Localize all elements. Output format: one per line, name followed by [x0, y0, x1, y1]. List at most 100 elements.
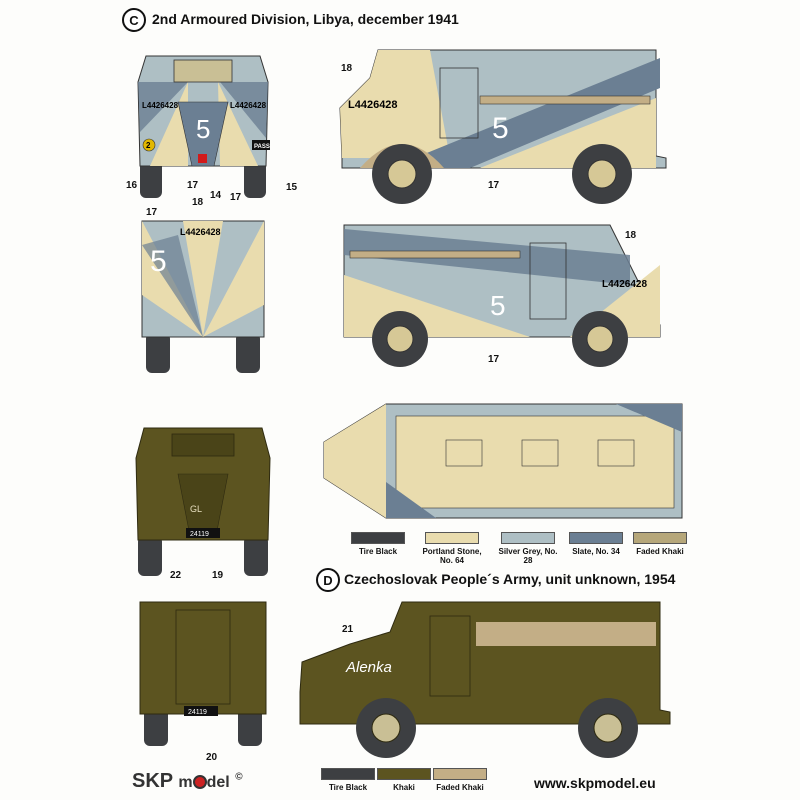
- brand-del: del: [206, 774, 230, 791]
- callout-18c: 18: [625, 230, 637, 241]
- top-slate-band: [386, 404, 682, 432]
- left-door: [529, 242, 567, 320]
- swatch-faded-khaki-d: [433, 768, 487, 780]
- swatch-silver-grey: [501, 532, 555, 544]
- legend-c-label-4: Faded Khaki: [636, 547, 684, 556]
- callout-18a: 18: [341, 63, 353, 74]
- callout-19: 19: [212, 570, 224, 581]
- section-d-badge: D: [316, 568, 340, 592]
- section-d-title: Czechoslovak People´s Army, unit unknown…: [344, 571, 676, 587]
- top-nose-stone: [324, 404, 386, 518]
- brand-m: m: [178, 774, 193, 791]
- front-visor: [173, 59, 233, 83]
- side-number: 5: [492, 112, 509, 145]
- section-d-letter: D: [323, 572, 333, 588]
- top-hatch-3: [597, 439, 635, 467]
- rear-right-tire: [236, 333, 260, 373]
- d-side-name: Alenka: [345, 659, 392, 676]
- legend-c-slate: Slate, No. 34: [568, 532, 624, 556]
- callout-15: 15: [286, 182, 298, 193]
- legend-c-tire-black: Tire Black: [348, 532, 408, 556]
- left-serial: L4426428: [602, 279, 647, 290]
- d-rear-plate: [184, 706, 218, 716]
- d-side-door: [429, 615, 471, 697]
- d-rear-left-tire: [144, 706, 168, 746]
- top-slate-band-2: [386, 482, 436, 518]
- swatch-slate: [569, 532, 623, 544]
- view-c-front: L4426428 L4426428 5 2 PASS: [137, 55, 270, 198]
- rear-slate-band: [142, 235, 203, 337]
- pass-plate: [252, 140, 270, 150]
- view-c-side-right: L4426428 5: [339, 49, 667, 204]
- d-front-right-tire: [244, 536, 268, 576]
- legend-d-label-0: Tire Black: [328, 783, 368, 792]
- callout-17a: 17: [230, 192, 242, 203]
- d-side-faded-panel: [476, 622, 656, 646]
- top-roof: [395, 415, 675, 509]
- legend-d-khaki: Khaki: [374, 768, 434, 792]
- brand-o-icon: [192, 774, 207, 789]
- view-d-side: Alenka: [299, 601, 671, 758]
- rear-wheel-hub: [587, 159, 617, 189]
- left-stowage-rail: [349, 250, 521, 259]
- division-badge-number: 2: [146, 141, 151, 150]
- d-front-visor: [171, 433, 235, 457]
- legend-d-faded-khaki: Faded Khaki: [430, 768, 490, 792]
- callout-14: 14: [210, 190, 222, 201]
- left-rear-hub: [386, 325, 414, 353]
- rear-left-tire: [146, 333, 170, 373]
- legend-c-portland-stone: Portland Stone, No. 64: [418, 532, 486, 565]
- left-number: 5: [490, 290, 506, 321]
- d-front-plate-text: 24119: [190, 531, 209, 538]
- side-nose-stone: [340, 50, 450, 158]
- side-door: [439, 67, 479, 139]
- d-rear-plate-text: 24119: [188, 709, 207, 716]
- website-url[interactable]: www.skpmodel.eu: [534, 775, 656, 791]
- d-rear-mark: GL: [190, 504, 202, 514]
- swatch-faded-khaki-c: [633, 532, 687, 544]
- front-wheel-hub: [387, 159, 417, 189]
- d-front-left-tire: [138, 536, 162, 576]
- pass-plate-text: PASS: [254, 144, 270, 150]
- top-hatch-2: [521, 439, 559, 467]
- legend-d-tire-black: Tire Black: [318, 768, 378, 792]
- left-front-hub: [586, 325, 614, 353]
- side-stowage-rail: [479, 95, 651, 105]
- swatch-tire-black: [351, 532, 405, 544]
- d-rear-hub: [593, 713, 623, 743]
- front-grille: [177, 101, 229, 167]
- d-front-plate: [186, 528, 220, 538]
- rear-serial: L4426428: [180, 227, 221, 237]
- front-serial-left: L4426428: [142, 101, 179, 110]
- front-slate-band: [138, 82, 188, 132]
- rear-number: 5: [150, 245, 167, 278]
- division-badge: [142, 138, 156, 152]
- d-rear-doors: [175, 609, 231, 705]
- callout-22: 22: [170, 570, 182, 581]
- d-rear-right-tire: [238, 706, 262, 746]
- rear-stone-band-2: [203, 221, 264, 337]
- legend-c-label-1: Portland Stone, No. 64: [422, 547, 482, 565]
- callout-20: 20: [206, 752, 218, 763]
- bridge-plate: [198, 154, 207, 163]
- legend-c-label-3: Slate, No. 34: [572, 547, 620, 556]
- front-number: 5: [196, 114, 210, 144]
- d-front-hub: [371, 713, 401, 743]
- section-c-badge: C: [122, 8, 146, 32]
- callout-17c: 17: [488, 180, 500, 191]
- front-serial-right: L4426428: [230, 101, 267, 110]
- swatch-portland-stone: [425, 532, 479, 544]
- legend-c-label-2: Silver Grey, No. 28: [498, 547, 558, 565]
- side-serial: L4426428: [348, 99, 398, 111]
- callout-21: 21: [342, 624, 354, 635]
- rear-stone-band-3: [183, 221, 223, 337]
- d-rear-hull: [139, 601, 267, 715]
- view-c-side-left: L4426428 5: [343, 224, 661, 367]
- view-d-front: GL 24119: [135, 427, 271, 576]
- legend-c-silver-grey: Silver Grey, No. 28: [494, 532, 562, 565]
- view-c-top: [323, 403, 683, 519]
- front-slate-band-2: [220, 82, 268, 138]
- legend-d-label-2: Faded Khaki: [436, 783, 484, 792]
- section-c-letter: C: [129, 12, 139, 28]
